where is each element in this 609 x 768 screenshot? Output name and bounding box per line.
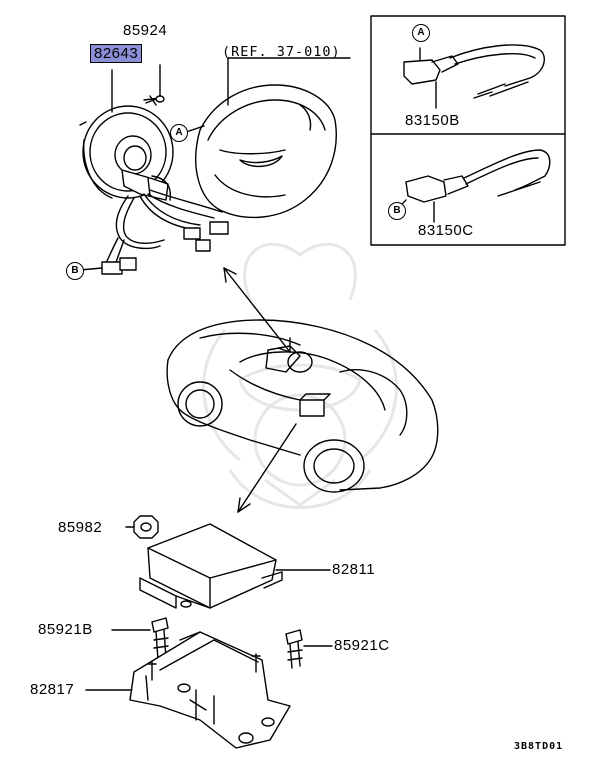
bolt-85921b [111, 617, 169, 661]
mounting-bracket [85, 631, 291, 749]
srs-control-unit [139, 523, 331, 609]
part-number-85982: 85982 [58, 519, 103, 536]
watermark-logo [202, 242, 398, 509]
reference-label: (REF. 37-010) [222, 44, 341, 60]
nut-85982 [125, 515, 159, 539]
part-number-83150b: 83150B [405, 112, 460, 129]
part-number-85921b: 85921B [38, 621, 93, 638]
callout-b-box: B [388, 202, 406, 220]
callout-a-box: A [412, 24, 430, 42]
part-number-82817: 82817 [30, 681, 75, 698]
airbag-module [195, 57, 351, 219]
callout-a-airbag: A [170, 124, 188, 142]
diagram-code: 3B8TD01 [514, 741, 564, 752]
clock-spring-harness [79, 189, 229, 275]
part-number-85921c: 85921C [334, 637, 390, 654]
part-number-85924: 85924 [123, 22, 168, 39]
bolt-85921c [285, 629, 333, 669]
screw-85924 [143, 64, 165, 106]
part-number-82643-highlighted[interactable]: 82643 [90, 44, 143, 63]
clock-spring [79, 105, 174, 201]
part-number-82811: 82811 [332, 561, 376, 578]
harness-83150c [395, 149, 551, 223]
vehicle-outline [166, 319, 439, 493]
part-number-83150c: 83150C [418, 222, 474, 239]
harness-83150b [403, 44, 546, 109]
callout-b-harness: B [66, 262, 84, 280]
